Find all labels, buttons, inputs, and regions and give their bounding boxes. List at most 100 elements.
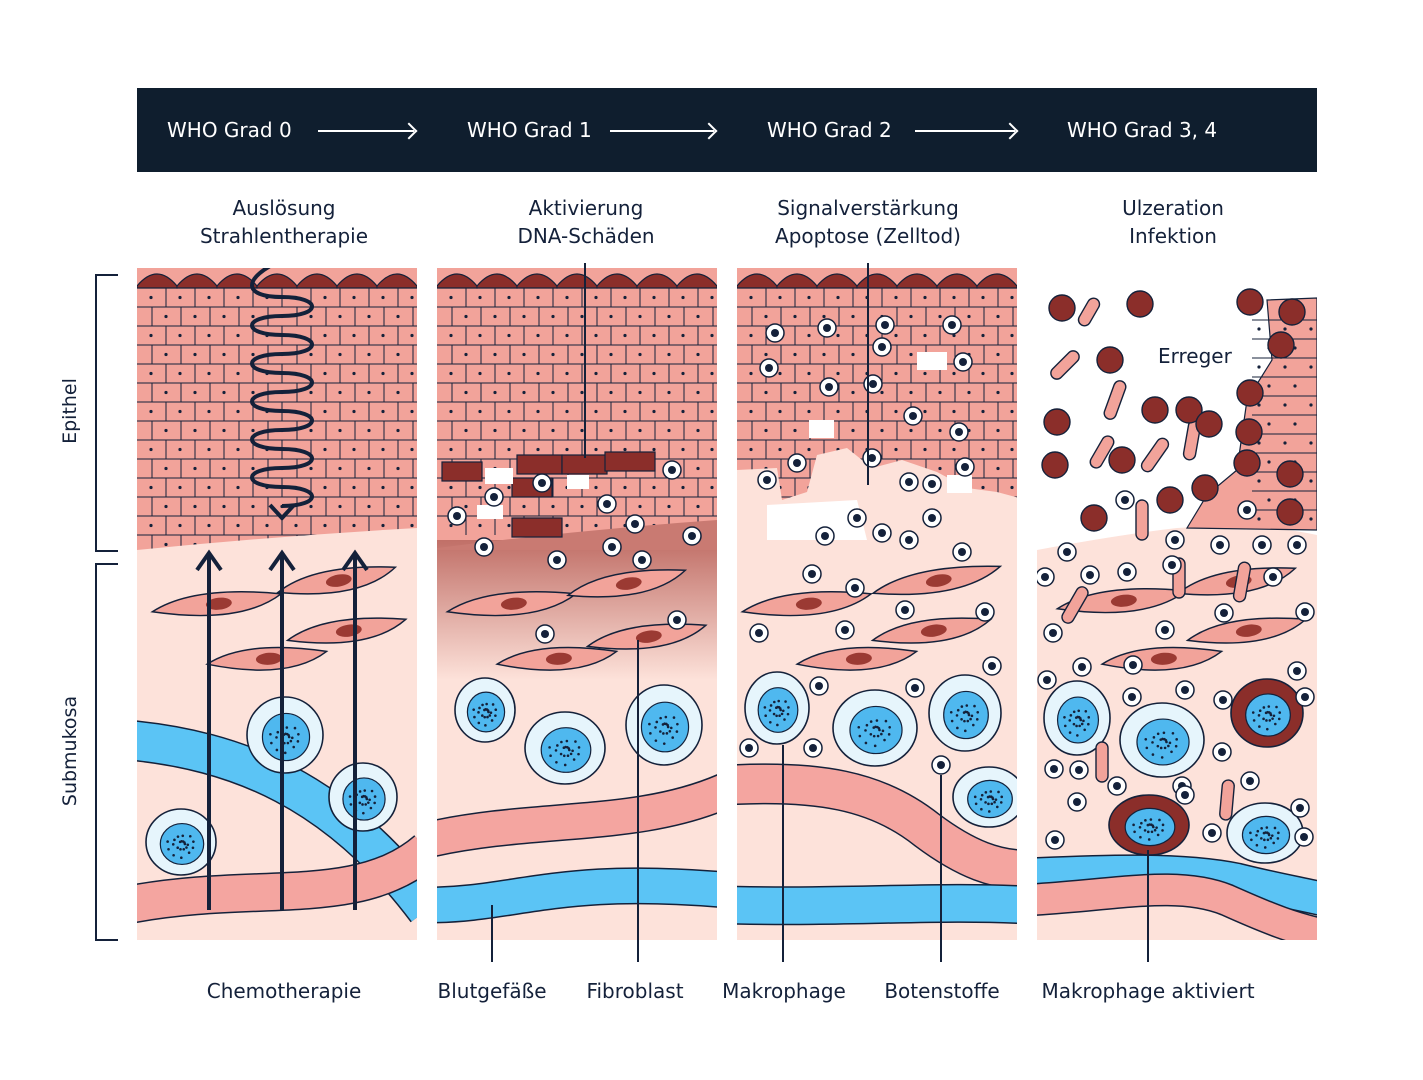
who-grade-3-4-label: WHO Grad 3, 4 (1067, 118, 1218, 142)
bacteria-rod (1061, 586, 1089, 624)
fibroblast (275, 566, 398, 595)
stage-title-line: Infektion (1129, 224, 1217, 248)
fibroblast (870, 617, 993, 644)
macrophage-nucleus (849, 705, 903, 755)
blood-vessel (1037, 855, 1317, 915)
pathogen-coccus (1108, 446, 1136, 474)
botenstoffe-label: Botenstoffe (884, 979, 1000, 1003)
pathogen-coccus (1043, 408, 1071, 436)
cell-gap (947, 475, 972, 493)
fibroblast-nucleus (500, 597, 527, 610)
stage-title-line: Ulzeration (1122, 196, 1224, 220)
cell-gap (567, 475, 589, 489)
stage-title-line: Aktivierung (528, 196, 644, 220)
macrophage-nucleus (159, 822, 205, 866)
chemotherapie-label: Chemotherapie (206, 979, 362, 1003)
fibroblast-nucleus (1235, 624, 1262, 637)
epithel-label: Epithel (59, 378, 81, 444)
bacteria-rod (1232, 561, 1252, 603)
panel-grad-3-4 (1037, 268, 1317, 940)
pathogen-coccus (1235, 418, 1263, 446)
macrophage-nucleus (261, 712, 311, 762)
cell-gap (485, 468, 513, 484)
macrophage-nucleus (967, 779, 1013, 819)
pathogen-coccus (1236, 379, 1264, 407)
damaged-cell (604, 451, 656, 472)
bacteria-rod (1050, 350, 1080, 380)
blood-vessel (1037, 874, 1317, 940)
epithel-bracket (95, 274, 118, 552)
panel-grad-1 (437, 268, 717, 940)
stage-title-line: Auslösung (232, 196, 336, 220)
cell-gap (917, 352, 947, 370)
fibroblast-label: Fibroblast (586, 979, 684, 1003)
fibroblast-nucleus (925, 574, 952, 587)
stage-title-1: Auslösung Strahlentherapie (144, 194, 424, 250)
fibroblast-nucleus (205, 597, 232, 610)
macrophage-nucleus (640, 701, 690, 753)
pathogen-coccus (1080, 504, 1108, 532)
stage-title-line: Signalverstärkung (777, 196, 959, 220)
pathogen-coccus (1041, 451, 1069, 479)
fibroblast-nucleus (635, 630, 662, 643)
bacteria-rod (1089, 435, 1115, 469)
pathogen-coccus (1048, 294, 1076, 322)
blutgefaesse-label: Blutgefäße (437, 979, 547, 1003)
arrow-right-icon (915, 130, 1015, 132)
fibroblast (445, 591, 579, 617)
panel-grad-2 (737, 268, 1017, 940)
pathogen-coccus (1278, 298, 1306, 326)
macrophage-nucleus (943, 690, 989, 740)
stage-title-line: DNA-Schäden (517, 224, 655, 248)
arrow-up-icon (195, 549, 223, 572)
cell-gap (767, 500, 867, 540)
damaged-cell (511, 517, 563, 538)
keratin-cell (976, 273, 1017, 289)
arrow-up-icon (341, 549, 369, 572)
fibroblast-nucleus (845, 652, 872, 665)
bacteria-rod (1103, 380, 1127, 420)
bacteria-rod (1140, 437, 1170, 473)
arrow-right-icon (610, 130, 714, 132)
pathogen-coccus (1141, 396, 1169, 424)
fibroblast-nucleus (795, 597, 822, 610)
fibroblast (565, 569, 688, 598)
pathogen-coccus (1175, 396, 1203, 424)
macrophage-nucleus (757, 687, 799, 733)
submukosa-bracket (95, 563, 118, 941)
stage-title-3: Signalverstärkung Apoptose (Zelltod) (728, 194, 1008, 250)
stage-title-2: Aktivierung DNA-Schäden (446, 194, 726, 250)
macrophage-nucleus (1241, 815, 1291, 855)
erreger-label: Erreger (1158, 344, 1232, 368)
stage-title-line: Strahlentherapie (199, 224, 369, 248)
fibroblast-nucleus (545, 652, 572, 665)
submukosa-label: Submukosa (59, 695, 81, 807)
arrow-down-icon (268, 503, 296, 521)
damaged-cell (441, 461, 483, 482)
fibroblast (205, 646, 329, 671)
macrophage-nucleus (466, 691, 506, 733)
macrophage-nucleus (1136, 718, 1190, 766)
pathogen-coccus (1156, 486, 1184, 514)
fibroblast (795, 646, 919, 671)
pathogen-coccus (1096, 346, 1124, 374)
blood-vessel (737, 764, 1017, 889)
who-grade-0-label: WHO Grad 0 (167, 118, 292, 142)
keratin-cell (676, 273, 717, 289)
who-grade-2-label: WHO Grad 2 (767, 118, 892, 142)
blood-vessel (437, 868, 717, 922)
blood-vessel (437, 775, 717, 856)
pathogen-coccus (1276, 498, 1304, 526)
radiation-arrow (250, 268, 314, 508)
bacteria-rod (1077, 297, 1101, 327)
macrophage-nucleus (1245, 693, 1291, 737)
damaged-cell (516, 454, 563, 475)
cell-gap (809, 420, 834, 438)
bacteria-rod (1135, 499, 1149, 541)
makrophage-label: Makrophage (722, 979, 846, 1003)
fibroblast (585, 623, 708, 650)
macrophage-nucleus (1124, 807, 1176, 847)
stage-title-line: Apoptose (Zelltod) (775, 224, 961, 248)
panel-grad-0 (137, 268, 417, 940)
